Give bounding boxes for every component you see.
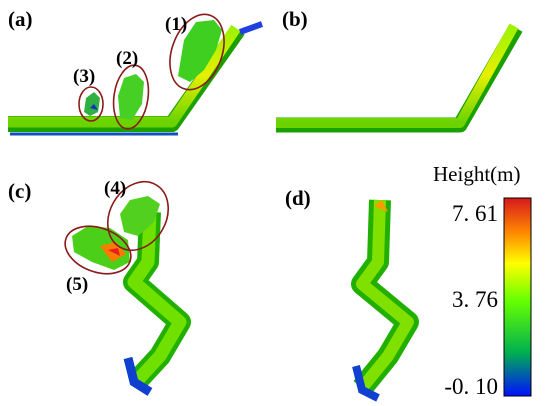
anno-label-5: (5): [66, 274, 88, 295]
cluster-1: [178, 20, 222, 82]
road-tip-a: [238, 21, 264, 35]
colorbar-gradient: [503, 197, 532, 397]
corridor-c-blue: [123, 356, 153, 396]
colorbar-tick-min: -0. 10: [444, 374, 498, 399]
panel-c: (c) (4) (5): [8, 178, 191, 396]
anno-label-2: (2): [116, 48, 138, 69]
colorbar-title: Height(m): [433, 162, 520, 186]
panel-label-a: (a): [8, 7, 33, 31]
road-strip-b: [276, 23, 519, 128]
height-colorbar: Height(m) 7. 61 3. 76 -0. 10: [433, 162, 532, 399]
corridor-d-high: [374, 200, 388, 212]
cluster-3: [84, 92, 100, 116]
corridor-c: [127, 211, 187, 387]
panel-a: (a) (1) (2) (3): [8, 7, 264, 136]
anno-label-4: (4): [104, 178, 126, 199]
region-3-ellipse: [78, 86, 104, 122]
anno-label-1: (1): [165, 14, 187, 35]
cluster-2: [118, 74, 144, 120]
region-1-ellipse: [169, 13, 225, 91]
corridor-d: [356, 199, 414, 392]
panel-label-b: (b): [282, 7, 308, 31]
cluster-4: [120, 196, 160, 236]
colorbar-tick-max: 7. 61: [452, 201, 498, 226]
anno-label-3: (3): [73, 66, 95, 87]
cluster-3-blue: [90, 104, 98, 110]
corridor-d-blue: [352, 365, 380, 402]
panel-label-c: (c): [8, 179, 31, 203]
region-4-ellipse: [107, 181, 169, 251]
panel-b: (b): [276, 7, 523, 133]
cluster-5-peak: [108, 248, 120, 256]
region-5-ellipse: [64, 225, 132, 275]
road-strip-a: [8, 24, 241, 128]
region-2-ellipse: [112, 64, 150, 130]
panel-d: (d): [285, 186, 419, 402]
road-strip-b-base: [276, 24, 523, 133]
colorbar-tick-mid: 3. 76: [452, 287, 498, 312]
panel-label-d: (d): [285, 186, 311, 210]
